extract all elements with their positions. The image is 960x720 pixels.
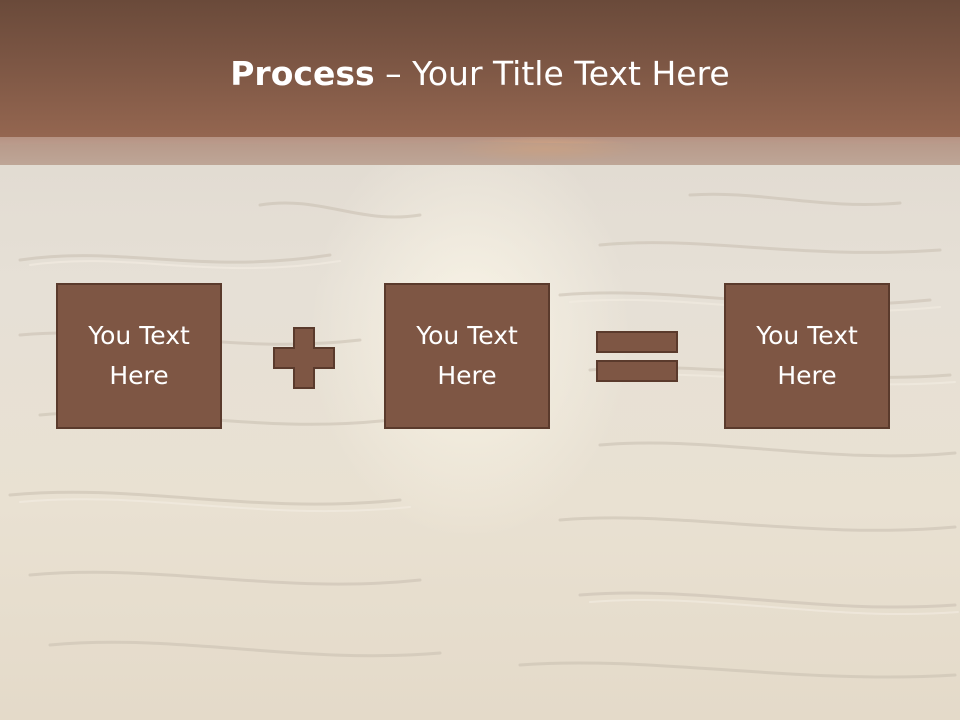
equals-icon [596,331,678,382]
process-box-result-text: You Text Here [756,321,858,390]
title-rest: – Your Title Text Here [374,54,730,93]
sand-ripples-background [8,192,959,679]
title-bold: Process [230,54,375,93]
distant-hills [0,141,960,165]
process-box-1[interactable]: You Text Here [56,283,222,429]
process-box-2[interactable]: You Text Here [384,283,550,429]
process-box-2-text: You Text Here [416,321,518,390]
plus-icon [273,327,335,389]
process-box-1-text: You Text Here [88,321,190,390]
slide-title: Process – Your Title Text Here [0,52,960,96]
process-box-result[interactable]: You Text Here [724,283,890,429]
